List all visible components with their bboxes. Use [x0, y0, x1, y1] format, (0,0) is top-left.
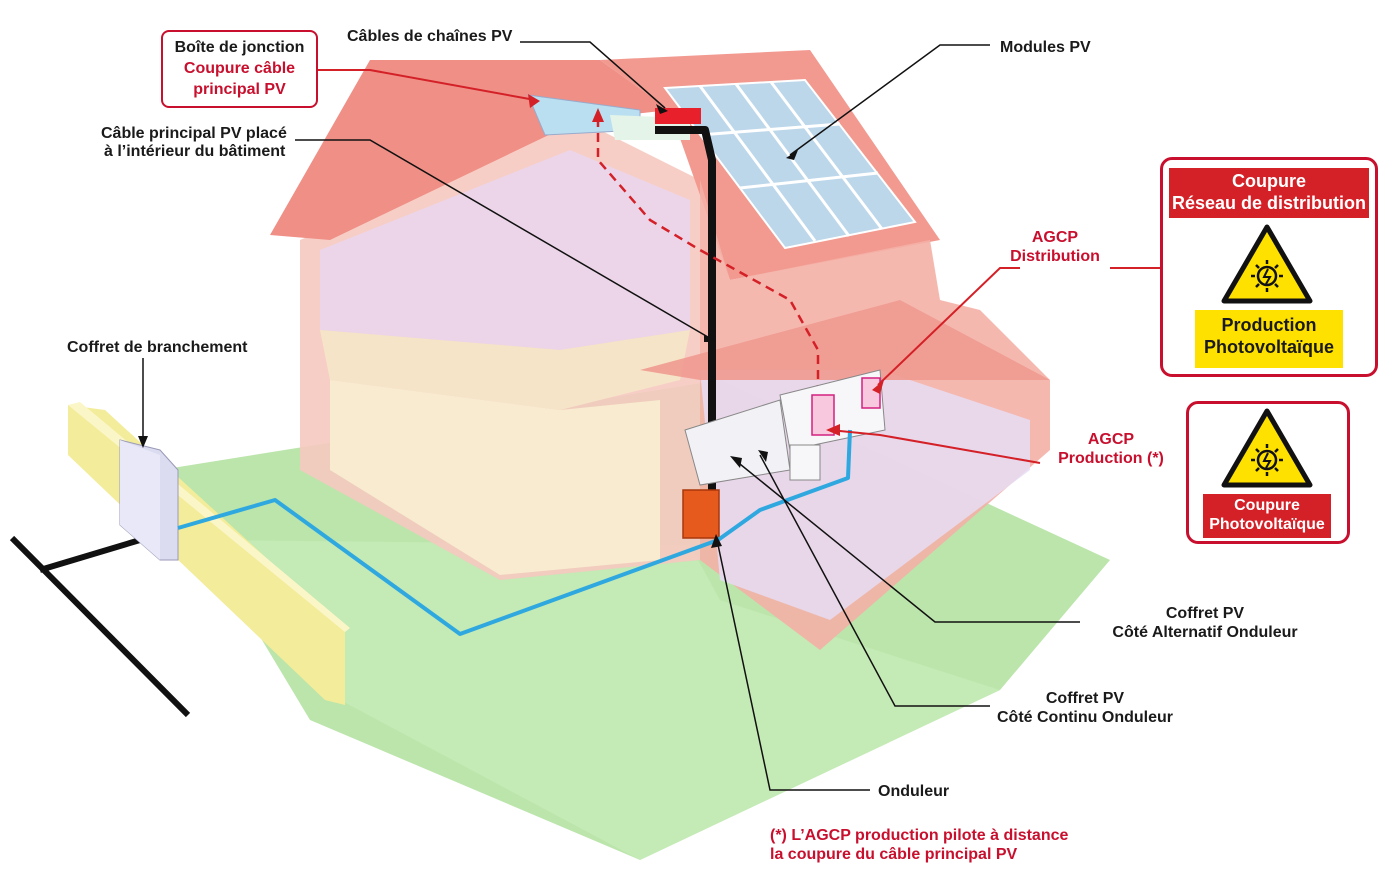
red-arrow-agcp-dist [872, 380, 884, 394]
arrow-coffret-cont [758, 450, 768, 462]
panel-distribution-header-1: Coupure [1232, 171, 1306, 191]
panel-pv-footer-1: Coupure [1234, 497, 1300, 514]
remote-trip-arrow [592, 108, 604, 122]
footnote-line1: (*) L’AGCP production pilote à distance [770, 827, 1069, 844]
junction-box-sub1: Coupure câble [183, 60, 296, 77]
red-arrow-agcp-prod [826, 424, 840, 436]
label-coffret-alternatif: Coffret PV Côté Alternatif Onduleur [1100, 604, 1310, 642]
red-leader-lines [318, 69, 1160, 464]
panel-pv-footer-2: Photovoltaïque [1209, 516, 1325, 533]
coffret-alt-line1: Coffret PV [1165, 605, 1245, 622]
service-cable [39, 537, 141, 573]
arrow-cable-principal [704, 334, 716, 342]
panel-distribution-footer-1: Production [1221, 315, 1317, 335]
coffret-alt-line2: Côté Alternatif Onduleur [1112, 624, 1298, 641]
junction-box-sub2: principal PV [193, 81, 286, 98]
string-cable-connector [655, 108, 701, 124]
inverter [682, 489, 720, 539]
coffret-cont-line2: Côté Continu Onduleur [997, 709, 1173, 726]
coffret-cont-line1: Coffret PV [1045, 690, 1125, 707]
panel-pv-footer: Coupure Photovoltaïque [1203, 494, 1331, 538]
panel-pv-cutoff: Coupure Photovoltaïque [1186, 401, 1350, 544]
panel-distribution-cutoff: Coupure Réseau de distribution Productio… [1160, 157, 1378, 377]
annex-roof [640, 300, 1050, 380]
agcp-prod-line2: Production (*) [1058, 450, 1164, 467]
house-interior-upper [320, 150, 690, 350]
label-modules-pv: Modules PV [1000, 39, 1091, 56]
ground-front [210, 540, 1000, 860]
coffret-branchement-front [120, 440, 160, 560]
label-onduleur: Onduleur [878, 783, 950, 800]
label-agcp-production: AGCP Production (*) [1050, 430, 1172, 468]
arrow-coffret-alt [730, 456, 742, 468]
leader-lines [142, 41, 1080, 791]
junction-box-callout: Boîte de jonction Coupure câble principa… [161, 30, 318, 108]
footnote: (*) L’AGCP production pilote à distance … [770, 826, 1068, 864]
label-cables-chaines: Câbles de chaînes PV [347, 28, 513, 45]
arrow-cables-chaines [656, 104, 668, 114]
label-coffret-branchement: Coffret de branchement [67, 339, 248, 356]
house-interior-lower [330, 380, 660, 575]
pv-modules [663, 78, 917, 250]
agcp-prod-line1: AGCP [1087, 431, 1135, 448]
arrow-modules [786, 150, 798, 160]
label-agcp-distribution: AGCP Distribution [1005, 228, 1105, 266]
electrical-panel [684, 369, 886, 486]
label-cable-principal-1: Câble principal PV placé [101, 125, 287, 142]
panel-distribution-footer: Production Photovoltaïque [1195, 310, 1343, 368]
red-arrow-junction [528, 94, 540, 108]
label-cable-principal-2: à l’intérieur du bâtiment [104, 143, 286, 160]
agcp-dist-line1: AGCP [1031, 229, 1079, 246]
arrow-onduleur [711, 534, 722, 548]
footnote-line2: la coupure du câble principal PV [770, 846, 1018, 863]
underground-cable [9, 535, 191, 718]
arrow-coffret-branchement [138, 436, 148, 448]
agcp-dist-line2: Distribution [1010, 248, 1100, 265]
panel-distribution-header: Coupure Réseau de distribution [1169, 168, 1369, 218]
junction-box-title: Boîte de jonction [174, 39, 305, 56]
warning-sun-icon [1221, 224, 1313, 304]
panel-distribution-footer-2: Photovoltaïque [1204, 337, 1334, 357]
label-coffret-continu: Coffret PV Côté Continu Onduleur [985, 689, 1185, 727]
panel-distribution-header-2: Réseau de distribution [1171, 193, 1367, 213]
house-interior-floor [320, 330, 690, 410]
warning-sun-icon-2 [1221, 408, 1313, 488]
